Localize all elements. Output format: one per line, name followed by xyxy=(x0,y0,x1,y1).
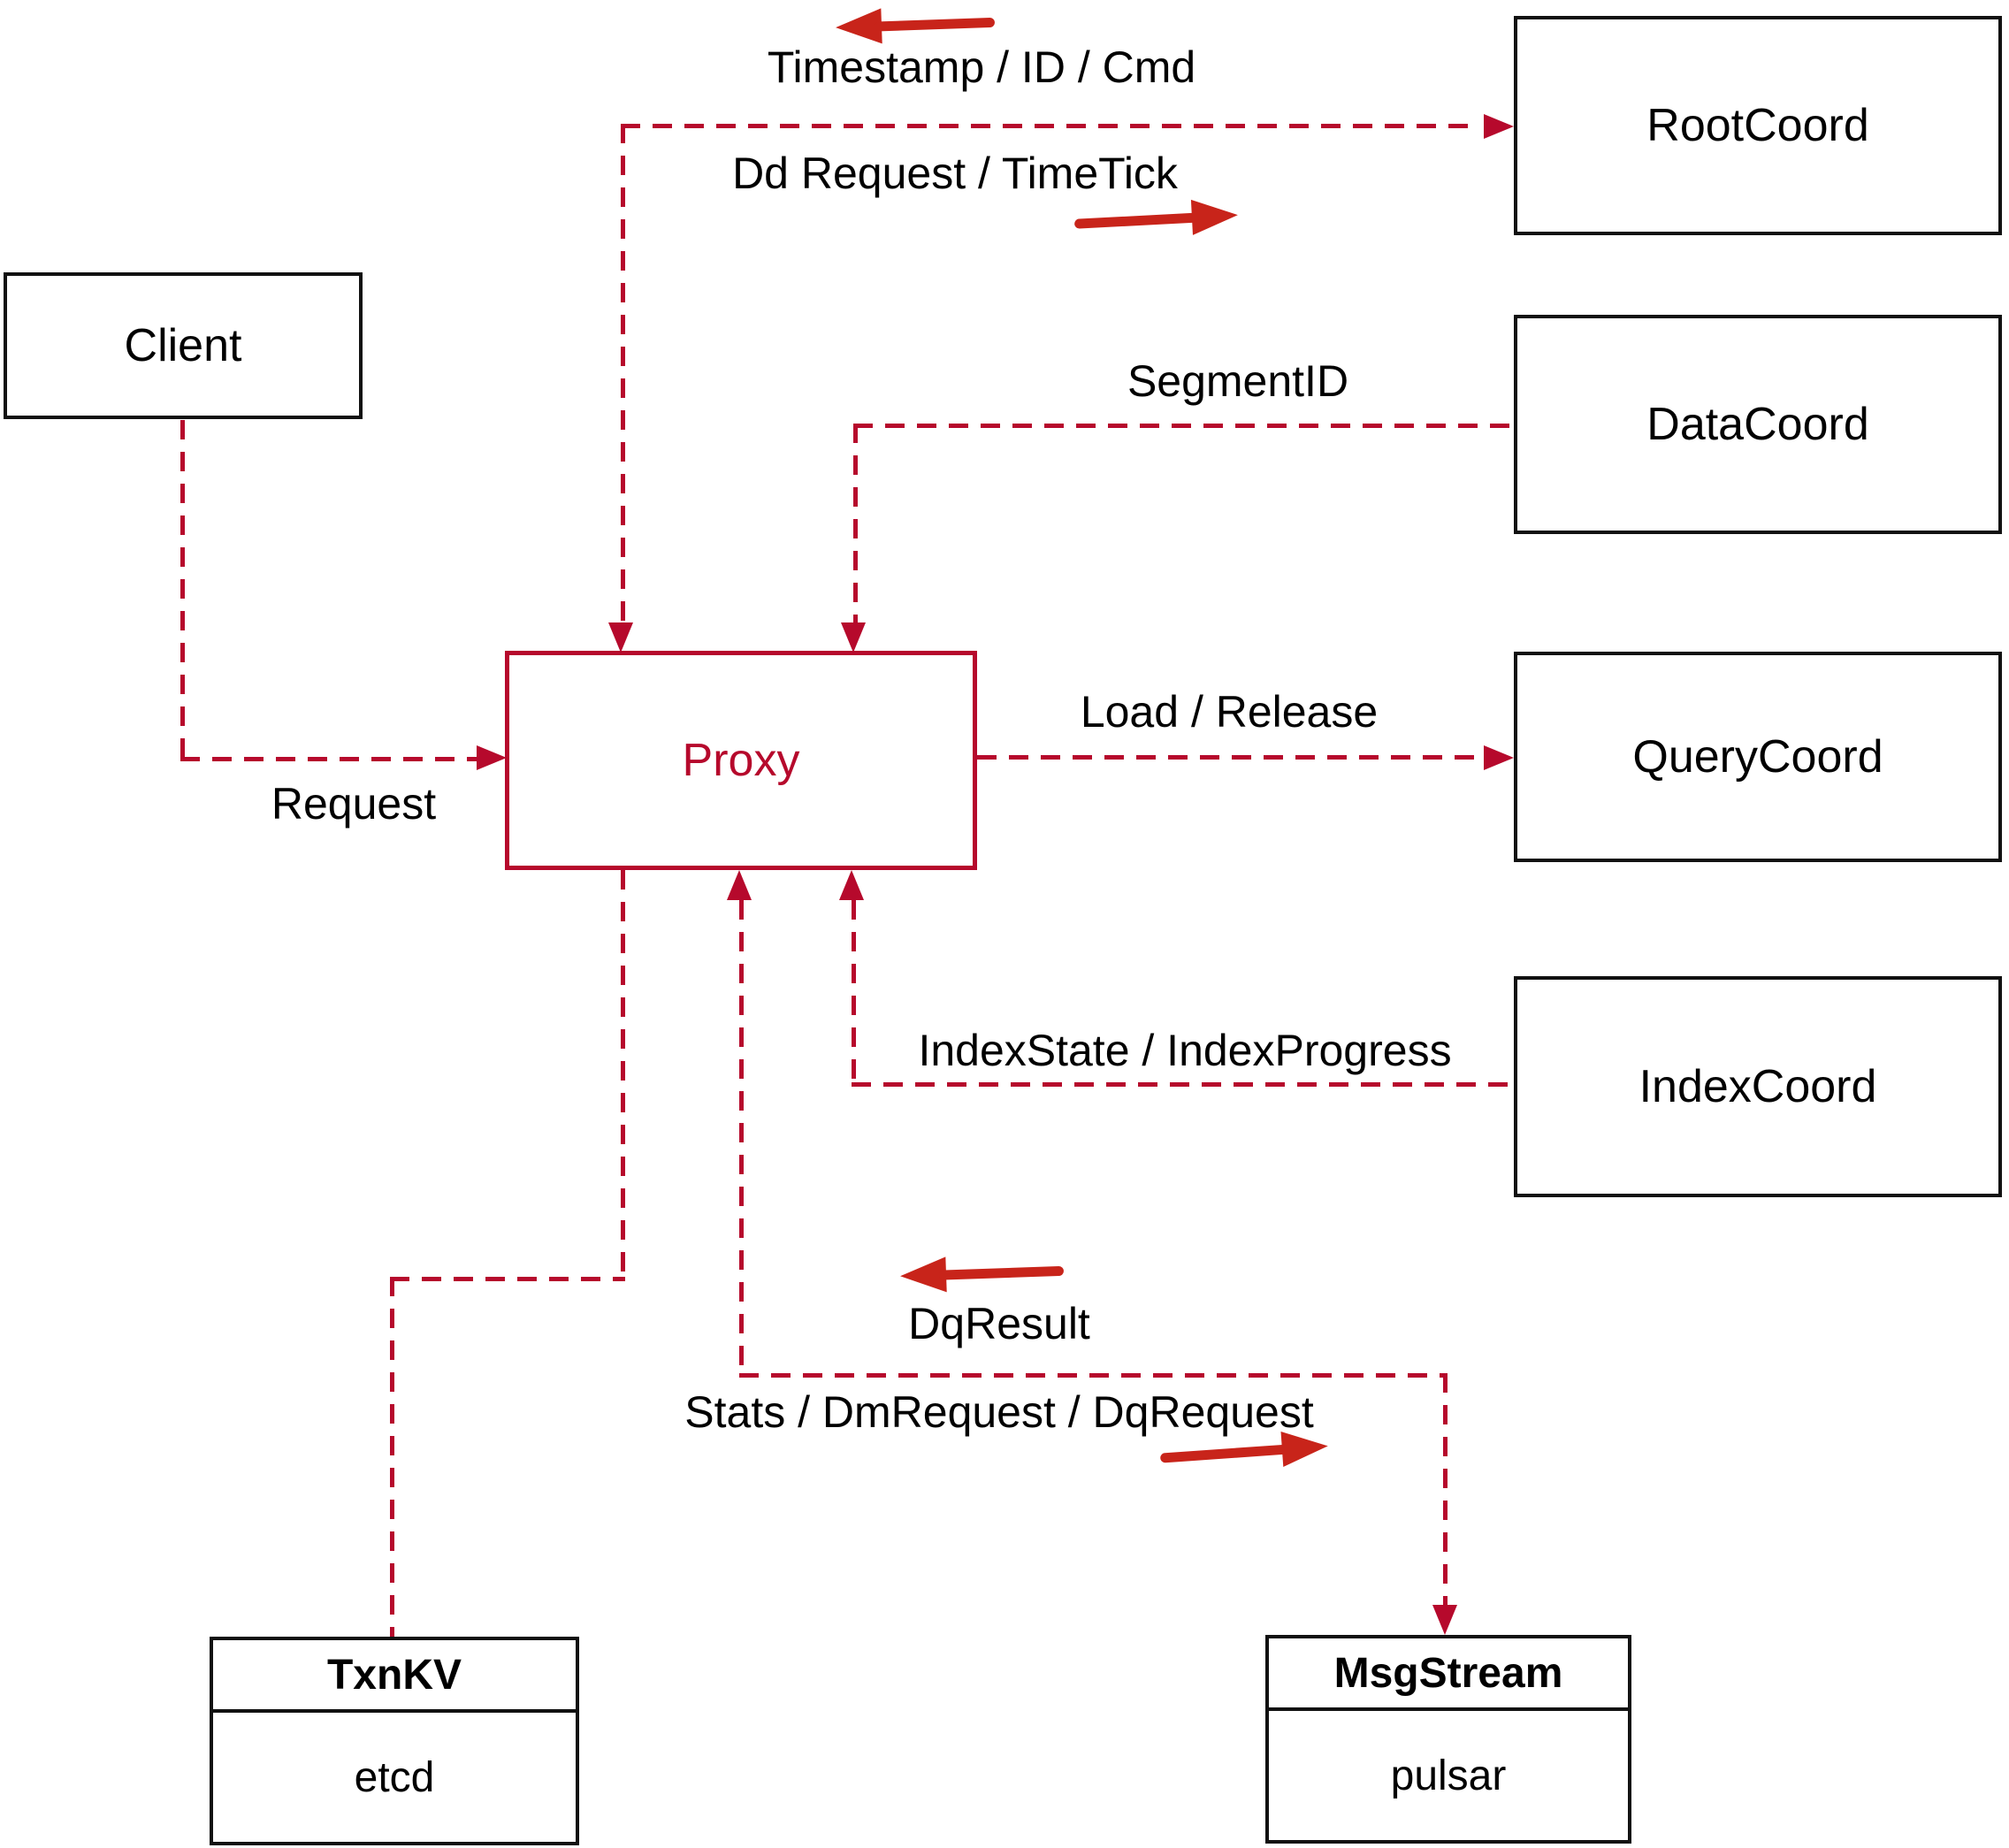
arrow-shaft xyxy=(1159,1444,1290,1463)
arrow-shaft xyxy=(1073,212,1200,229)
flow-direction-left-icon xyxy=(899,1253,1065,1294)
edge-proxy-rootcoord-horizontal xyxy=(621,124,1480,128)
arrow-shaft xyxy=(874,17,996,32)
arrowhead-up-icon xyxy=(727,870,752,900)
node-datacoord-label: DataCoord xyxy=(1646,399,1869,450)
edge-datacoord-proxy-horizontal xyxy=(853,424,1514,428)
node-indexcoord-label: IndexCoord xyxy=(1639,1061,1877,1112)
edge-proxy-msgstream-vertical-2 xyxy=(1443,1373,1448,1605)
node-rootcoord: RootCoord xyxy=(1514,16,2002,235)
node-client: Client xyxy=(4,272,363,419)
node-msgstream-title: MsgStream xyxy=(1269,1638,1628,1711)
edge-label-load-release: Load / Release xyxy=(1080,687,1379,737)
edge-datacoord-proxy-vertical xyxy=(853,424,858,624)
node-txnkv: TxnKV etcd xyxy=(210,1637,579,1845)
edge-indexcoord-proxy-horizontal xyxy=(852,1082,1514,1087)
node-indexcoord: IndexCoord xyxy=(1514,976,2002,1197)
flow-direction-right-icon xyxy=(1073,197,1239,241)
node-client-label: Client xyxy=(124,320,242,371)
edge-client-proxy-horizontal xyxy=(180,757,482,761)
node-msgstream: MsgStream pulsar xyxy=(1265,1635,1631,1844)
edge-proxy-txnkv-vertical-1 xyxy=(621,870,625,1279)
arrowhead-down-icon xyxy=(608,622,633,653)
node-proxy-label: Proxy xyxy=(682,735,800,786)
edge-proxy-msgstream-vertical-1 xyxy=(739,900,744,1376)
arrowhead-right-icon xyxy=(477,745,507,770)
edge-proxy-txnkv-vertical-2 xyxy=(390,1277,394,1637)
edge-label-stats-dmrequest-dqrequest: Stats / DmRequest / DqRequest xyxy=(684,1387,1314,1437)
arrowhead-down-icon xyxy=(841,622,866,653)
edge-proxy-rootcoord-vertical xyxy=(621,124,625,624)
node-txnkv-title: TxnKV xyxy=(213,1640,576,1713)
arrowhead-right-icon xyxy=(1484,745,1514,770)
arrowhead-up-icon xyxy=(839,870,864,900)
node-rootcoord-label: RootCoord xyxy=(1646,100,1869,151)
edge-client-proxy-vertical xyxy=(180,420,185,760)
edge-label-segment-id: SegmentID xyxy=(1127,356,1349,406)
arrowhead-right-icon xyxy=(1484,114,1514,139)
node-proxy: Proxy xyxy=(505,651,977,870)
arrowhead-down-icon xyxy=(1432,1605,1457,1635)
edge-label-timestamp-id-cmd: Timestamp / ID / Cmd xyxy=(767,42,1196,92)
edge-label-indexstate-indexprogress: IndexState / IndexProgress xyxy=(918,1026,1452,1075)
node-querycoord: QueryCoord xyxy=(1514,652,2002,862)
edge-indexcoord-proxy-vertical xyxy=(852,900,856,1085)
node-txnkv-subtitle: etcd xyxy=(354,1753,435,1801)
node-msgstream-subtitle: pulsar xyxy=(1390,1752,1507,1799)
node-datacoord: DataCoord xyxy=(1514,315,2002,534)
edge-proxy-txnkv-horizontal xyxy=(390,1277,625,1281)
edge-proxy-msgstream-horizontal xyxy=(739,1373,1447,1378)
flow-direction-left-icon xyxy=(835,4,996,46)
arrow-shaft xyxy=(938,1265,1065,1280)
edge-label-request: Request xyxy=(271,779,437,829)
node-querycoord-label: QueryCoord xyxy=(1632,731,1883,783)
edge-label-dqresult: DqResult xyxy=(908,1299,1090,1348)
edge-proxy-querycoord-horizontal xyxy=(977,755,1480,760)
edge-label-dd-request-timetick: Dd Request / TimeTick xyxy=(732,149,1178,198)
